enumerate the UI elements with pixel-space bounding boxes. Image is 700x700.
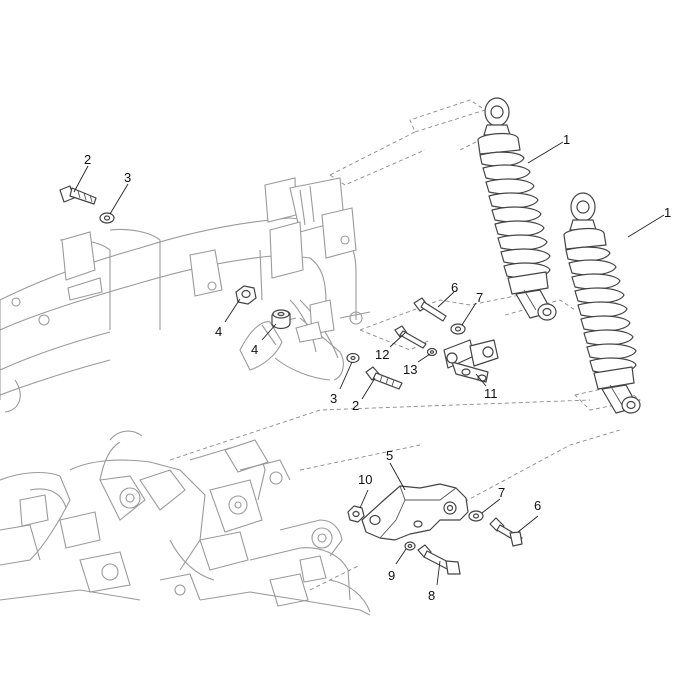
callout-bolt-upper: 6 bbox=[451, 280, 458, 295]
link-11 bbox=[443, 339, 499, 383]
alignment-lines bbox=[169, 99, 642, 591]
washer-7-lower bbox=[468, 510, 484, 522]
nut-a bbox=[235, 285, 257, 305]
callout-bracket: 5 bbox=[386, 448, 393, 463]
callout-numbers: 1 1 2 3 4 4 6 7 12 13 11 3 2 5 10 7 6 9 … bbox=[84, 132, 671, 603]
callout-bolt-8: 8 bbox=[428, 588, 435, 603]
callout-nut-a: 4 bbox=[215, 324, 222, 339]
screw-lower bbox=[365, 366, 403, 390]
washer-lower bbox=[346, 352, 360, 364]
callout-bolt-lower: 6 bbox=[534, 498, 541, 513]
bolt-8 bbox=[417, 544, 461, 575]
bolt-lower bbox=[489, 517, 523, 547]
callout-washer-7-lower: 7 bbox=[498, 485, 505, 500]
callout-link-11: 11 bbox=[484, 386, 498, 401]
callout-screw-lower: 2 bbox=[352, 398, 359, 413]
washer-9 bbox=[404, 541, 416, 551]
washer-13 bbox=[426, 347, 438, 357]
chassis-frame bbox=[0, 177, 371, 413]
callout-washer-7-upper: 7 bbox=[476, 290, 483, 305]
engine-block bbox=[0, 430, 371, 616]
screw-upper-left bbox=[59, 185, 97, 205]
callout-bolt-12: 12 bbox=[375, 347, 389, 362]
washer-upper-left bbox=[99, 212, 115, 224]
bolt-12 bbox=[394, 325, 427, 349]
leader-lines bbox=[73, 141, 665, 586]
callout-screw-upper: 2 bbox=[84, 152, 91, 167]
nut-10 bbox=[347, 505, 365, 523]
callout-nut-10: 10 bbox=[358, 472, 372, 487]
callout-washer-13: 13 bbox=[403, 362, 417, 377]
callout-washer-upper: 3 bbox=[124, 170, 131, 185]
bolt-upper bbox=[413, 297, 447, 322]
washer-7-upper bbox=[450, 323, 466, 335]
nut-b bbox=[271, 309, 291, 330]
callout-nut-b: 4 bbox=[251, 342, 258, 357]
bracket-5 bbox=[361, 483, 469, 541]
callout-shock-absorber-a: 1 bbox=[563, 132, 570, 147]
callout-washer-9: 9 bbox=[388, 568, 395, 583]
callout-shock-absorber-b: 1 bbox=[664, 205, 671, 220]
callout-washer-lower: 3 bbox=[330, 391, 337, 406]
shock-absorber-b bbox=[563, 192, 641, 414]
shock-absorber-a bbox=[477, 97, 557, 321]
